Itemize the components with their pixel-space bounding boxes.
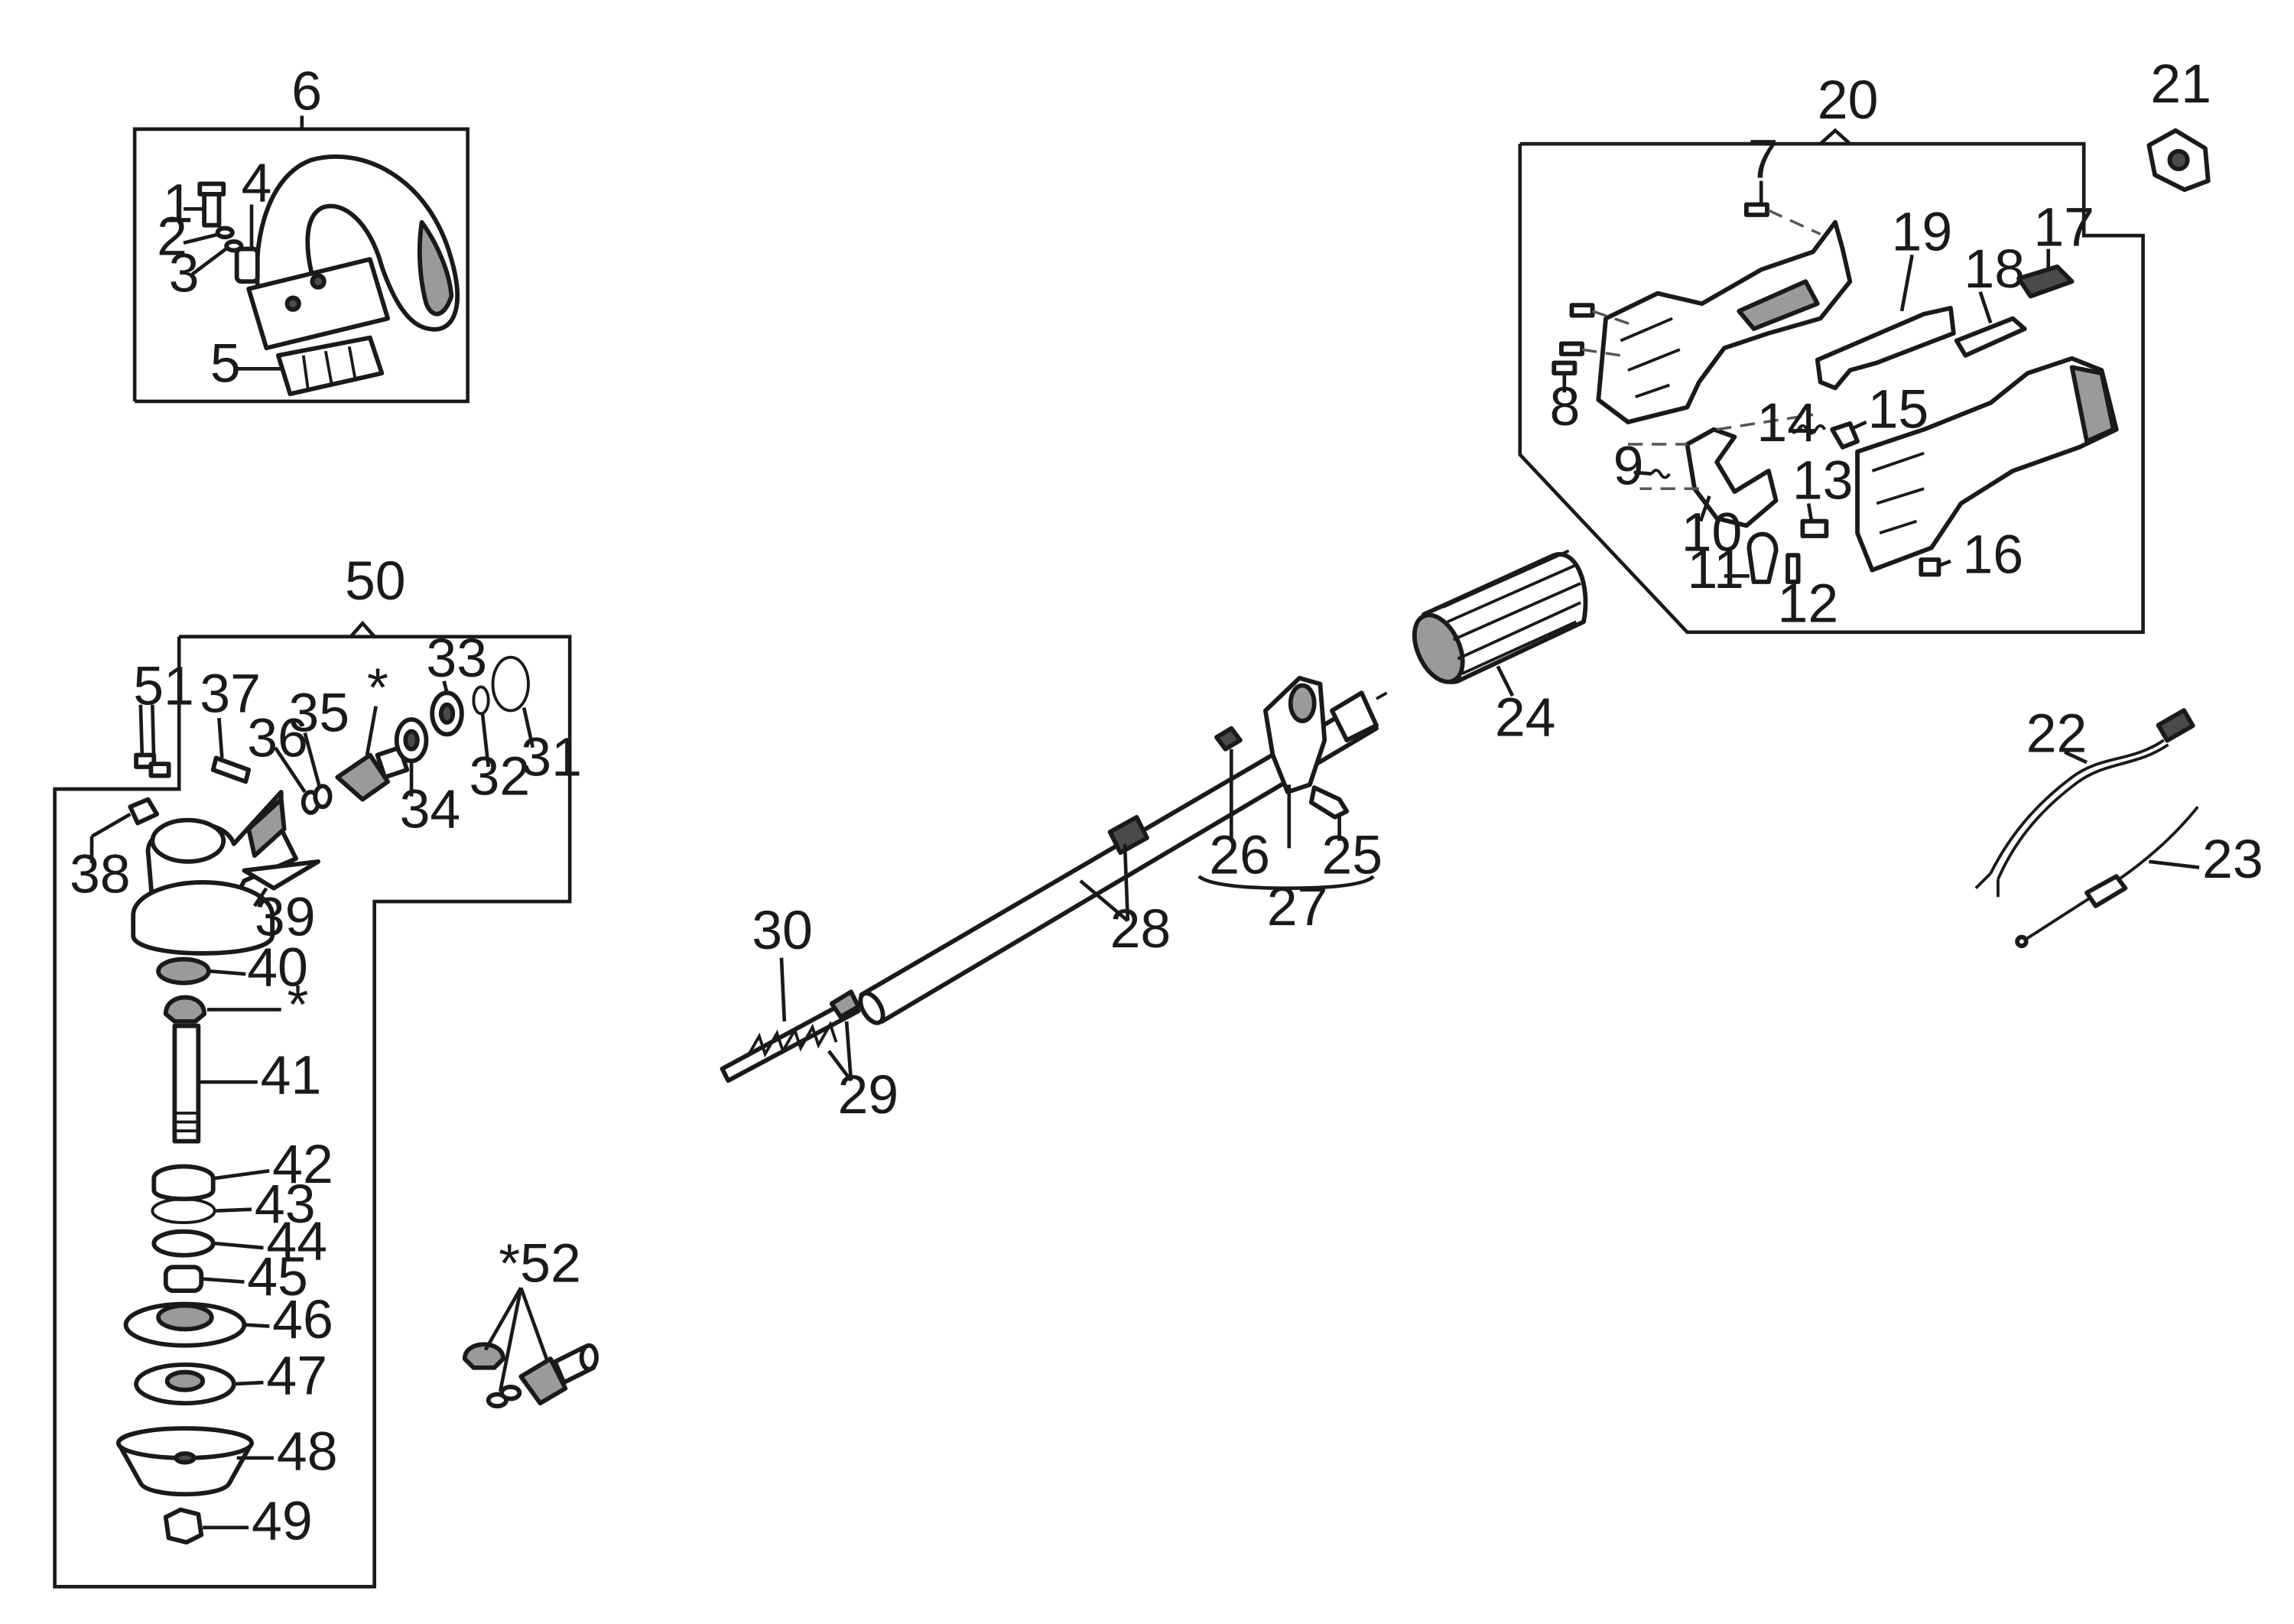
circlip-icon bbox=[472, 685, 490, 716]
group-20-outline bbox=[1518, 141, 2145, 635]
clamp-bolt-icon bbox=[1308, 785, 1350, 820]
callout-43: 43 bbox=[255, 1174, 316, 1235]
callout-41: 41 bbox=[261, 1045, 322, 1106]
callout-20: 20 bbox=[1818, 70, 1879, 131]
callout-42: 42 bbox=[272, 1134, 333, 1195]
throttle-cable-icon bbox=[2023, 806, 2199, 942]
lock-lever-icon bbox=[1954, 316, 2027, 358]
callout-38: 38 bbox=[70, 843, 131, 905]
callout-35: 35 bbox=[288, 683, 349, 744]
callout-25: 25 bbox=[1321, 824, 1383, 885]
throttle-trigger-icon bbox=[1815, 306, 1956, 391]
ring-icon bbox=[151, 1197, 216, 1225]
callout-14: 14 bbox=[1756, 392, 1818, 453]
callout-51: 51 bbox=[133, 656, 194, 717]
callout-28: 28 bbox=[1110, 898, 1171, 960]
callout-31: 31 bbox=[521, 727, 582, 788]
snap-ring-icon bbox=[491, 655, 530, 713]
callout-7: 7 bbox=[1748, 129, 1779, 190]
group-50-gearbox: 50 51 37 36 35 * 33 34 32 31 38 39 40 * … bbox=[53, 551, 582, 1589]
bearing-icon bbox=[156, 957, 211, 986]
pinion-gear-icon bbox=[518, 1356, 568, 1406]
callout-39: 39 bbox=[255, 887, 316, 948]
output-shaft-icon bbox=[172, 1023, 201, 1144]
callout-4: 4 bbox=[241, 153, 271, 214]
callout-17: 17 bbox=[2033, 197, 2094, 258]
callout-9: 9 bbox=[1613, 435, 1644, 496]
handle-half-left-icon bbox=[1596, 219, 1853, 424]
clip-icon bbox=[1746, 531, 1779, 584]
callout-47: 47 bbox=[266, 1346, 327, 1407]
spring-icon bbox=[1796, 424, 1827, 435]
part-24-grip: 24 bbox=[1412, 549, 1588, 748]
handle-clamp-icon bbox=[246, 257, 390, 351]
callout-5: 5 bbox=[210, 333, 241, 395]
callout-22: 22 bbox=[2026, 703, 2088, 765]
part-22-23-cables: 22 23 bbox=[1974, 703, 2263, 949]
spacer-icon bbox=[234, 246, 260, 284]
nut-icon bbox=[163, 1507, 204, 1545]
callout-50: 50 bbox=[345, 551, 406, 612]
callout-40: 40 bbox=[247, 937, 308, 998]
stop-switch-icon bbox=[2016, 264, 2075, 299]
shaft-assembly: 25 26 27 28 29 30 bbox=[720, 675, 1388, 1125]
wire-harness-icon bbox=[1989, 739, 2169, 880]
callout-13: 13 bbox=[1792, 450, 1854, 512]
washer-icon bbox=[215, 226, 235, 239]
callout-32: 32 bbox=[470, 746, 531, 807]
group-6-loop-handle: 6 1 4 2 3 5 bbox=[132, 61, 470, 404]
callout-26: 26 bbox=[1209, 824, 1270, 885]
safety-lever-icon bbox=[1685, 427, 1779, 528]
callout-36: 36 bbox=[247, 707, 308, 768]
callout-27: 27 bbox=[1267, 876, 1328, 937]
callout-34: 34 bbox=[400, 778, 461, 840]
bushing-icon bbox=[163, 1265, 204, 1294]
part-21-cap: 21 bbox=[2146, 54, 2211, 193]
callout-8: 8 bbox=[1549, 376, 1580, 437]
clamp-nut-icon bbox=[1214, 726, 1243, 752]
lower-clamp-icon bbox=[275, 335, 385, 397]
callout-19: 19 bbox=[1892, 201, 1953, 262]
callout-44: 44 bbox=[266, 1210, 327, 1272]
callout-12: 12 bbox=[1778, 573, 1839, 634]
callout-18: 18 bbox=[1964, 239, 2025, 300]
callout-30: 30 bbox=[752, 900, 813, 961]
callout-16: 16 bbox=[1962, 524, 2023, 585]
spring-icon bbox=[746, 1021, 838, 1058]
callout-49: 49 bbox=[252, 1490, 313, 1551]
callout-52: *52 bbox=[499, 1233, 581, 1294]
callout-24: 24 bbox=[1495, 687, 1556, 748]
bevel-gear-icon bbox=[462, 1342, 505, 1370]
callout-star-mid: * bbox=[287, 974, 308, 1035]
callout-23: 23 bbox=[2202, 829, 2263, 890]
bevel-gear-icon bbox=[163, 995, 206, 1024]
callout-37: 37 bbox=[200, 663, 261, 724]
callout-1: 1 bbox=[163, 174, 193, 235]
callout-6: 6 bbox=[291, 61, 322, 122]
group-20-rear-handle: 20 7 8 9 10 11 12 13 14 15 16 17 18 19 bbox=[1518, 70, 2145, 635]
group-50-outline bbox=[53, 635, 572, 1589]
callout-45: 45 bbox=[247, 1246, 308, 1307]
callout-star-top: * bbox=[367, 658, 388, 719]
callout-46: 46 bbox=[272, 1289, 333, 1350]
part-52-gear-set: *52 bbox=[462, 1233, 599, 1409]
callout-11: 11 bbox=[1687, 539, 1743, 600]
plug-icon bbox=[128, 797, 160, 826]
callout-15: 15 bbox=[1868, 379, 1929, 440]
callout-29: 29 bbox=[837, 1064, 898, 1125]
bolt-icon bbox=[210, 755, 252, 784]
pinion-gear-icon bbox=[335, 752, 390, 802]
callout-2: 2 bbox=[157, 206, 187, 267]
callout-10: 10 bbox=[1682, 502, 1743, 563]
nut-icon bbox=[1800, 518, 1829, 538]
callout-21: 21 bbox=[2150, 54, 2211, 115]
callout-33: 33 bbox=[426, 628, 487, 689]
callout-3: 3 bbox=[169, 243, 200, 304]
callout-48: 48 bbox=[277, 1421, 338, 1482]
